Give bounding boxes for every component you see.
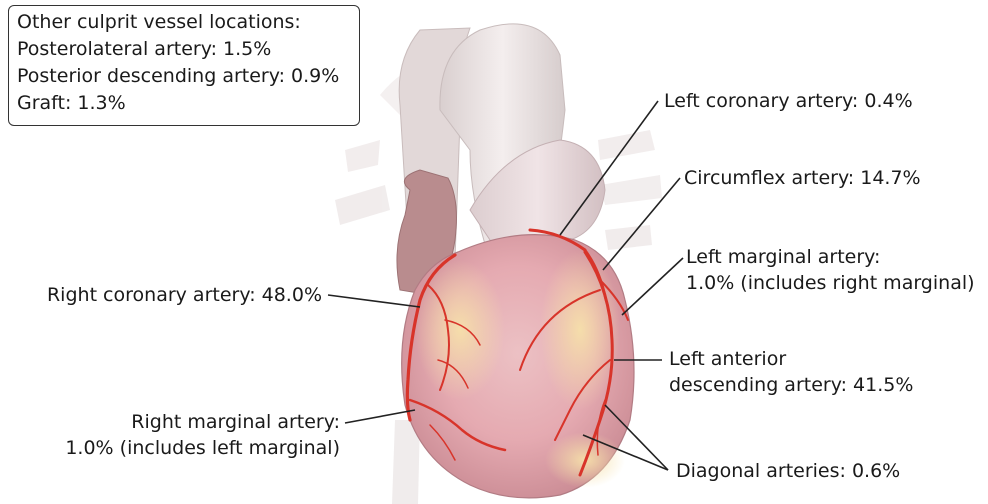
label-right-marginal: Right marginal artery: 1.0% (includes le… — [10, 409, 340, 461]
label-left-coronary: Left coronary artery: 0.4% — [664, 88, 913, 114]
leader-left-marginal — [622, 258, 683, 315]
label-right-coronary: Right coronary artery: 48.0% — [20, 282, 322, 308]
legend-item-posterolateral: Posterolateral artery: 1.5% — [17, 36, 359, 63]
legend-item-graft: Graft: 1.3% — [17, 90, 359, 117]
label-lad: Left anterior descending artery: 41.5% — [669, 346, 913, 398]
label-diagonal: Diagonal arteries: 0.6% — [676, 458, 900, 484]
legend-title: Other culprit vessel locations: — [17, 9, 359, 36]
label-left-marginal: Left marginal artery: 1.0% (includes rig… — [686, 244, 975, 296]
leader-right-coronary — [328, 295, 420, 307]
label-circumflex: Circumflex artery: 14.7% — [684, 165, 921, 191]
legend-item-posterior-descending: Posterior descending artery: 0.9% — [17, 63, 359, 90]
legend-box: Other culprit vessel locations: Posterol… — [8, 5, 360, 126]
